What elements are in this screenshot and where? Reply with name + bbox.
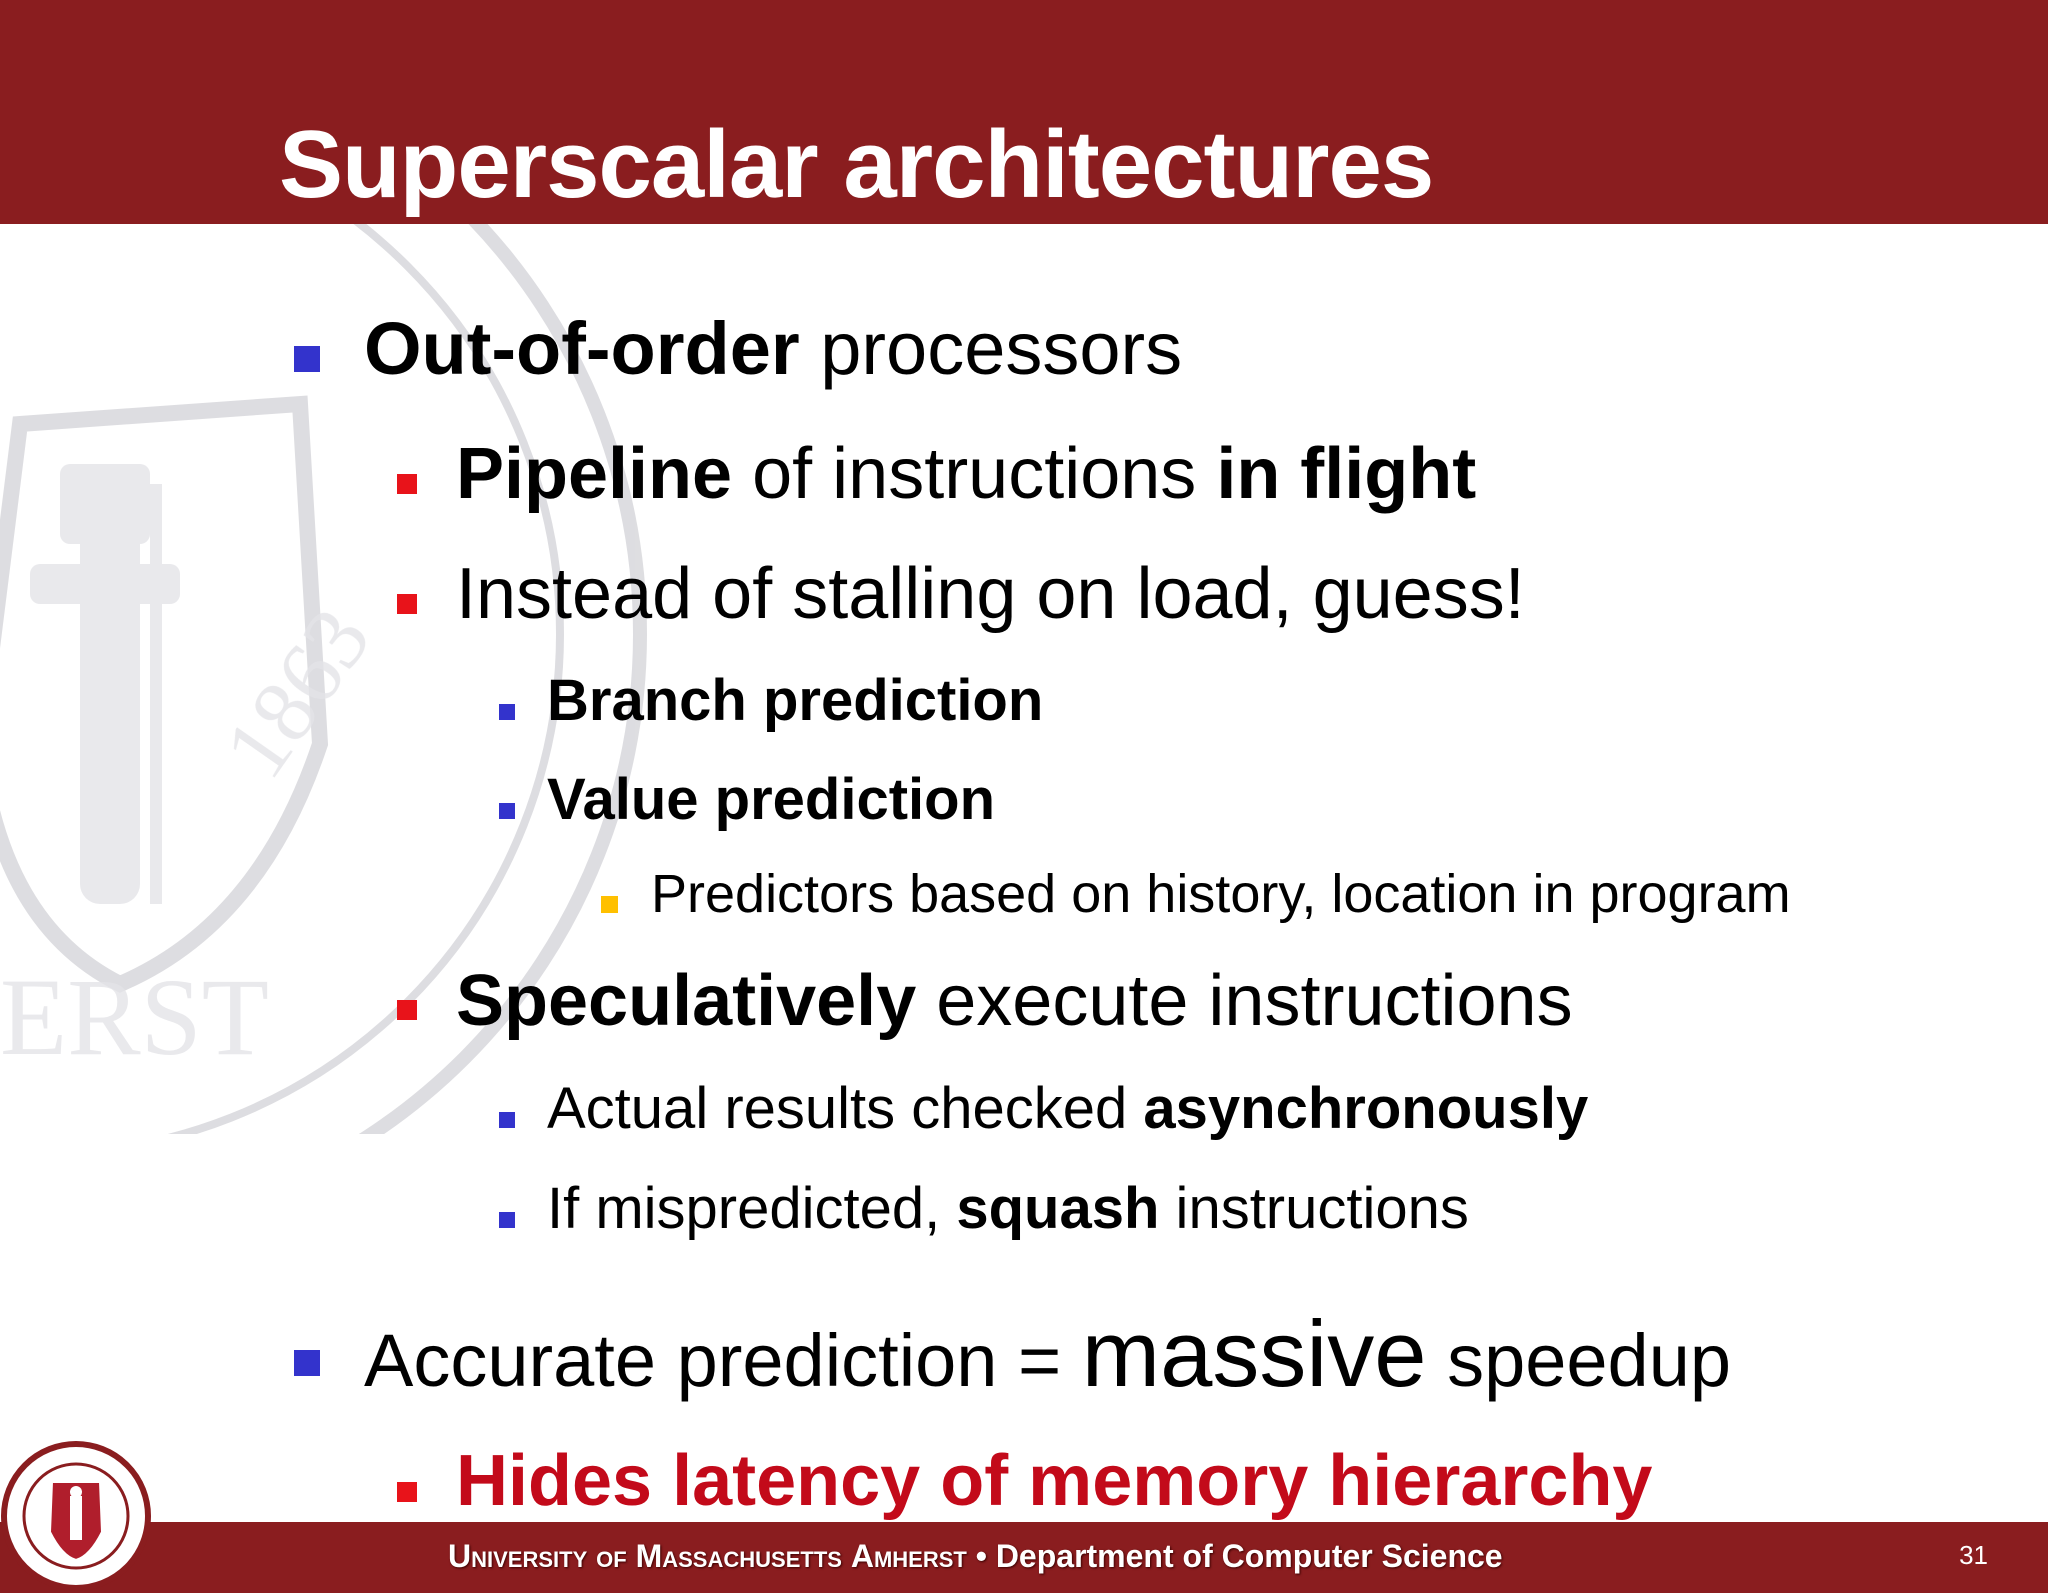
bullet-accurate-prediction: Accurate prediction = massive speedup <box>364 1301 1732 1406</box>
bullet-l3-icon <box>499 1112 515 1128</box>
umass-logo-icon <box>1 1441 151 1591</box>
bullet-predictors: Predictors based on history, location in… <box>651 864 1791 924</box>
bullet-hides-latency: Hides latency of memory hierarchy <box>456 1441 1653 1521</box>
bullet-instead-of-stalling: Instead of stalling on load, guess! <box>456 554 1525 634</box>
footer-institution: University of Massachusetts Amherst • De… <box>448 1538 1503 1574</box>
bullet-speculatively: Speculatively execute instructions <box>456 961 1573 1041</box>
slide-title: Superscalar architectures <box>279 111 1434 218</box>
bullet-actual-results: Actual results checked asynchronously <box>547 1076 1589 1141</box>
bullet-l4-icon <box>601 896 618 913</box>
header-bar <box>0 0 2048 224</box>
bullet-l2-icon <box>397 474 417 494</box>
bullet-l3-icon <box>499 803 515 819</box>
bullet-l1-icon <box>294 1350 320 1376</box>
bullet-if-mispredicted: If mispredicted, squash instructions <box>547 1176 1469 1241</box>
university-seal-watermark: 1863 ERST <box>0 224 647 1134</box>
bullet-l2-icon <box>397 1482 417 1502</box>
bullet-out-of-order: Out-of-order processors <box>364 307 1183 390</box>
bullet-value-prediction: Value prediction <box>547 767 995 832</box>
page-number: 31 <box>1959 1540 1988 1570</box>
bullet-pipeline: Pipeline of instructions in flight <box>456 434 1477 514</box>
bullet-l1-icon <box>294 346 320 372</box>
svg-text:1863: 1863 <box>205 591 389 795</box>
bullet-l3-icon <box>499 1212 515 1228</box>
svg-text:ERST: ERST <box>0 956 269 1078</box>
bullet-l2-icon <box>397 594 417 614</box>
bullet-branch-prediction: Branch prediction <box>547 668 1044 733</box>
bullet-l2-icon <box>397 1000 417 1020</box>
bullet-l3-icon <box>499 704 515 720</box>
footer-bar <box>0 1522 2048 1593</box>
